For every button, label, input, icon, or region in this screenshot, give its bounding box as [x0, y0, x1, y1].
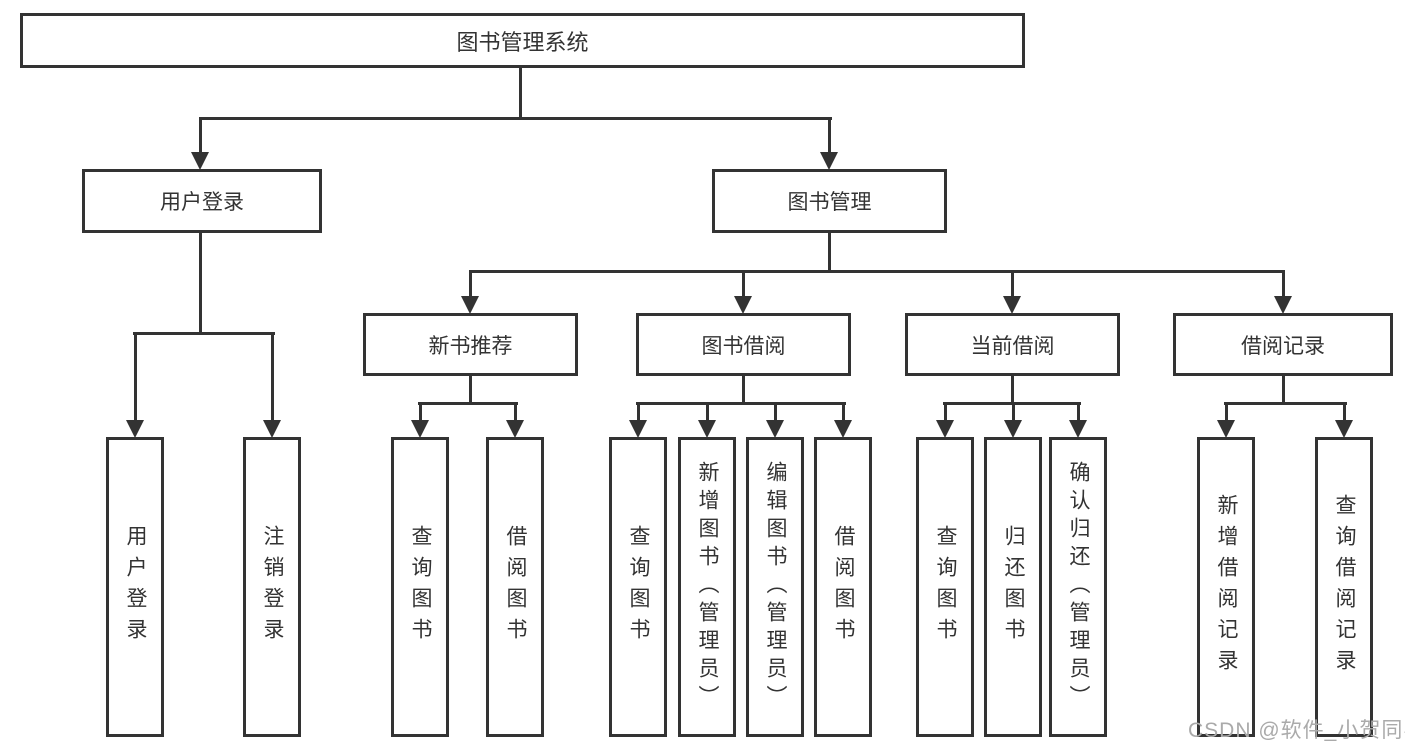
connector-line — [1225, 402, 1228, 420]
node-book-borrowing: 图书借阅 — [636, 313, 851, 376]
leaf-query-books: 查询图书 — [609, 437, 667, 737]
connector-arrow — [411, 420, 429, 438]
connector-arrow — [1004, 420, 1022, 438]
leaf-add-borrow-record: 新增借阅记录 — [1197, 437, 1255, 737]
node-current-borrowing: 当前借阅 — [905, 313, 1120, 376]
connector-arrow — [461, 296, 479, 314]
connector-line — [418, 402, 518, 405]
connector-arrow — [263, 420, 281, 438]
connector-arrow — [506, 420, 524, 438]
leaf-edit-book-admin: 编辑图书（管理员） — [746, 437, 804, 737]
leaf-query-books: 查询图书 — [916, 437, 974, 737]
connector-line — [1077, 402, 1080, 420]
connector-line — [469, 270, 1285, 273]
leaf-borrow-books: 借阅图书 — [814, 437, 872, 737]
connector-line — [1282, 376, 1285, 404]
leaf-user-login: 用户登录 — [106, 437, 164, 737]
connector-arrow — [1217, 420, 1235, 438]
connector-arrow — [629, 420, 647, 438]
node-book-management: 图书管理 — [712, 169, 947, 233]
leaf-query-books: 查询图书 — [391, 437, 449, 737]
connector-line — [1012, 402, 1015, 420]
connector-arrow — [1069, 420, 1087, 438]
connector-arrow — [834, 420, 852, 438]
leaf-borrow-books: 借阅图书 — [486, 437, 544, 737]
connector-arrow — [1335, 420, 1353, 438]
node-borrowing-records: 借阅记录 — [1173, 313, 1393, 376]
connector-arrow — [734, 296, 752, 314]
connector-line — [828, 233, 831, 272]
connector-arrow — [698, 420, 716, 438]
connector-line — [742, 376, 745, 404]
connector-line — [469, 376, 472, 404]
connector-line — [636, 402, 846, 405]
node-library-management-system: 图书管理系统 — [20, 13, 1025, 68]
connector-line — [134, 332, 137, 420]
connector-line — [469, 270, 472, 297]
connector-line — [706, 402, 709, 420]
connector-line — [1282, 270, 1285, 297]
connector-line — [1011, 376, 1014, 404]
connector-line — [742, 270, 745, 297]
node-user-login: 用户登录 — [82, 169, 322, 233]
leaf-return-books: 归还图书 — [984, 437, 1042, 737]
connector-arrow — [1003, 296, 1021, 314]
connector-line — [419, 402, 422, 420]
connector-arrow — [936, 420, 954, 438]
connector-line — [944, 402, 947, 420]
connector-arrow — [1274, 296, 1292, 314]
connector-line — [637, 402, 640, 420]
leaf-query-borrow-record: 查询借阅记录 — [1315, 437, 1373, 737]
connector-arrow — [766, 420, 784, 438]
connector-line — [1343, 402, 1346, 420]
connector-line — [514, 402, 517, 420]
connector-arrow — [191, 152, 209, 170]
connector-line — [199, 117, 202, 153]
connector-line — [774, 402, 777, 420]
connector-line — [519, 68, 522, 118]
connector-line — [133, 332, 275, 335]
connector-line — [1224, 402, 1347, 405]
leaf-add-book-admin: 新增图书（管理员） — [678, 437, 736, 737]
connector-line — [842, 402, 845, 420]
connector-line — [199, 233, 202, 334]
connector-line — [1011, 270, 1014, 297]
connector-line — [271, 332, 274, 420]
node-new-book-recommendation: 新书推荐 — [363, 313, 578, 376]
leaf-confirm-return-admin: 确认归还（管理员） — [1049, 437, 1107, 737]
connector-arrow — [820, 152, 838, 170]
watermark: CSDN @软件_小贺同学 — [1188, 719, 1405, 742]
connector-line — [828, 117, 831, 153]
leaf-logout: 注销登录 — [243, 437, 301, 737]
connector-line — [199, 117, 832, 120]
connector-arrow — [126, 420, 144, 438]
